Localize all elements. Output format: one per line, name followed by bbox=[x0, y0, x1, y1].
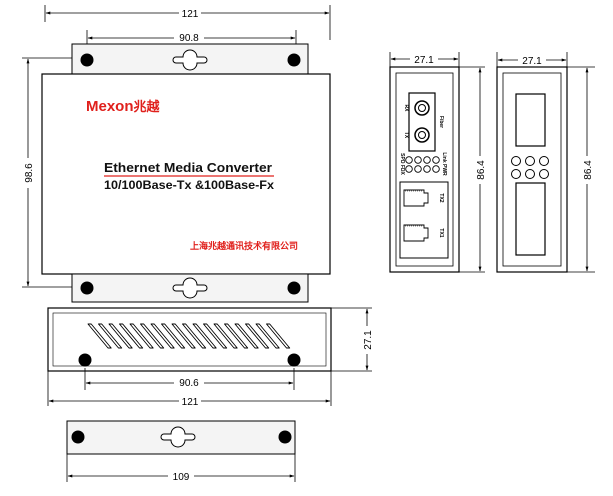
fiber-tx-core bbox=[418, 131, 426, 139]
side-back-width-value: 27.1 bbox=[522, 56, 542, 67]
bracket-view: 109 bbox=[66, 420, 296, 483]
back-panel-lower-window bbox=[515, 182, 546, 256]
led-indicator bbox=[432, 156, 440, 164]
led-indicator bbox=[423, 165, 431, 173]
tx1-label: TX1 bbox=[438, 228, 444, 237]
keyhole-slot bbox=[172, 49, 208, 71]
led-indicator bbox=[525, 169, 535, 179]
tx-label: TX bbox=[403, 132, 409, 139]
keyhole-slot bbox=[160, 426, 196, 448]
side-front-panel-view: 27.1 RX TX Fiber SPD FDX Link PWR bbox=[389, 52, 487, 273]
led-indicator bbox=[432, 165, 440, 173]
vent-slot bbox=[266, 323, 291, 349]
ventilation-slots bbox=[87, 323, 291, 349]
mounting-hole bbox=[80, 53, 94, 67]
mounting-hole bbox=[71, 430, 85, 444]
vent-slot bbox=[213, 323, 238, 349]
fiber-rx-core bbox=[418, 104, 426, 112]
vent-slot bbox=[140, 323, 165, 349]
mounting-hole bbox=[80, 281, 94, 295]
top-view-hole-spacing-dimension: 90.6 bbox=[84, 368, 295, 390]
mounting-hole bbox=[287, 353, 301, 367]
keyhole-slot bbox=[172, 277, 208, 299]
tx2-label: TX2 bbox=[438, 193, 444, 202]
vent-slot bbox=[192, 323, 217, 349]
side-front-height-dimension: 86.4 bbox=[459, 66, 487, 273]
vent-slot bbox=[224, 323, 249, 349]
vent-slot bbox=[119, 323, 144, 349]
top-view-width-value: 121 bbox=[182, 397, 199, 408]
rj45-port-tx1[interactable] bbox=[403, 224, 429, 242]
led-indicator bbox=[525, 156, 535, 166]
vent-slot bbox=[245, 323, 270, 349]
rj45-port-tx2[interactable] bbox=[403, 189, 429, 207]
led-indicator bbox=[511, 169, 521, 179]
front-hole-spacing-value: 90.8 bbox=[179, 33, 199, 44]
led-indicator bbox=[414, 165, 422, 173]
mounting-hole bbox=[278, 430, 292, 444]
vent-slot bbox=[171, 323, 196, 349]
vent-slot bbox=[150, 323, 175, 349]
led-indicator bbox=[405, 156, 413, 164]
vent-slot bbox=[234, 323, 259, 349]
vent-slot bbox=[108, 323, 133, 349]
side-front-height-value: 86.4 bbox=[476, 160, 487, 180]
top-view-height-dimension: 27.1 bbox=[331, 307, 374, 372]
mounting-hole bbox=[287, 53, 301, 67]
front-width-dimension: 121 bbox=[44, 5, 331, 40]
side-front-width-value: 27.1 bbox=[414, 55, 434, 66]
product-title: Ethernet Media Converter bbox=[104, 160, 272, 175]
led-labels-left: SPD FDX bbox=[399, 153, 405, 175]
converter-body-front bbox=[41, 73, 331, 275]
led-indicator bbox=[423, 156, 431, 164]
back-panel-leds bbox=[511, 156, 549, 179]
front-view: 121 90.8 Mexon兆越 Ethernet Media Converte… bbox=[21, 5, 331, 303]
led-indicator bbox=[414, 156, 422, 164]
mounting-hole bbox=[287, 281, 301, 295]
vent-slot bbox=[203, 323, 228, 349]
vent-slot bbox=[98, 323, 123, 349]
side-back-height-dimension: 86.4 bbox=[567, 66, 595, 273]
rx-label: RX bbox=[403, 105, 409, 113]
top-view: 27.1 90.6 121 bbox=[47, 307, 374, 408]
led-labels-right: Link PWR bbox=[441, 152, 447, 176]
led-indicator bbox=[539, 169, 549, 179]
side-back-panel-view: 27.1 86.4 bbox=[496, 52, 595, 273]
front-height-dimension: 98.6 bbox=[21, 57, 72, 288]
company-name: 上海兆越通讯技术有限公司 bbox=[190, 240, 298, 252]
top-view-hole-spacing-value: 90.6 bbox=[179, 378, 199, 389]
led-indicator bbox=[405, 165, 413, 173]
status-leds bbox=[405, 156, 440, 173]
back-panel-upper-window bbox=[515, 93, 546, 147]
vent-slot bbox=[182, 323, 207, 349]
brand-logo: Mexon兆越 bbox=[86, 98, 161, 115]
vent-slot bbox=[87, 323, 112, 349]
vent-slot bbox=[255, 323, 280, 349]
top-view-inner bbox=[52, 312, 327, 367]
vent-slot bbox=[161, 323, 186, 349]
led-indicator bbox=[539, 156, 549, 166]
front-hole-spacing-dimension: 90.8 bbox=[86, 30, 297, 48]
led-indicator bbox=[511, 156, 521, 166]
side-back-height-value: 86.4 bbox=[583, 160, 594, 180]
bracket-width-value: 109 bbox=[173, 472, 190, 483]
fiber-label: Fiber bbox=[438, 116, 444, 128]
side-back-width-dimension: 27.1 bbox=[496, 52, 568, 72]
product-subtitle: 10/100Base-Tx &100Base-Fx bbox=[104, 178, 274, 192]
front-width-value: 121 bbox=[182, 9, 199, 20]
bracket-width-dimension: 109 bbox=[66, 454, 296, 483]
top-view-height-value: 27.1 bbox=[363, 330, 374, 350]
vent-slot bbox=[129, 323, 154, 349]
mounting-hole bbox=[78, 353, 92, 367]
front-height-value: 98.6 bbox=[24, 163, 35, 183]
top-view-width-dimension: 121 bbox=[47, 371, 332, 408]
